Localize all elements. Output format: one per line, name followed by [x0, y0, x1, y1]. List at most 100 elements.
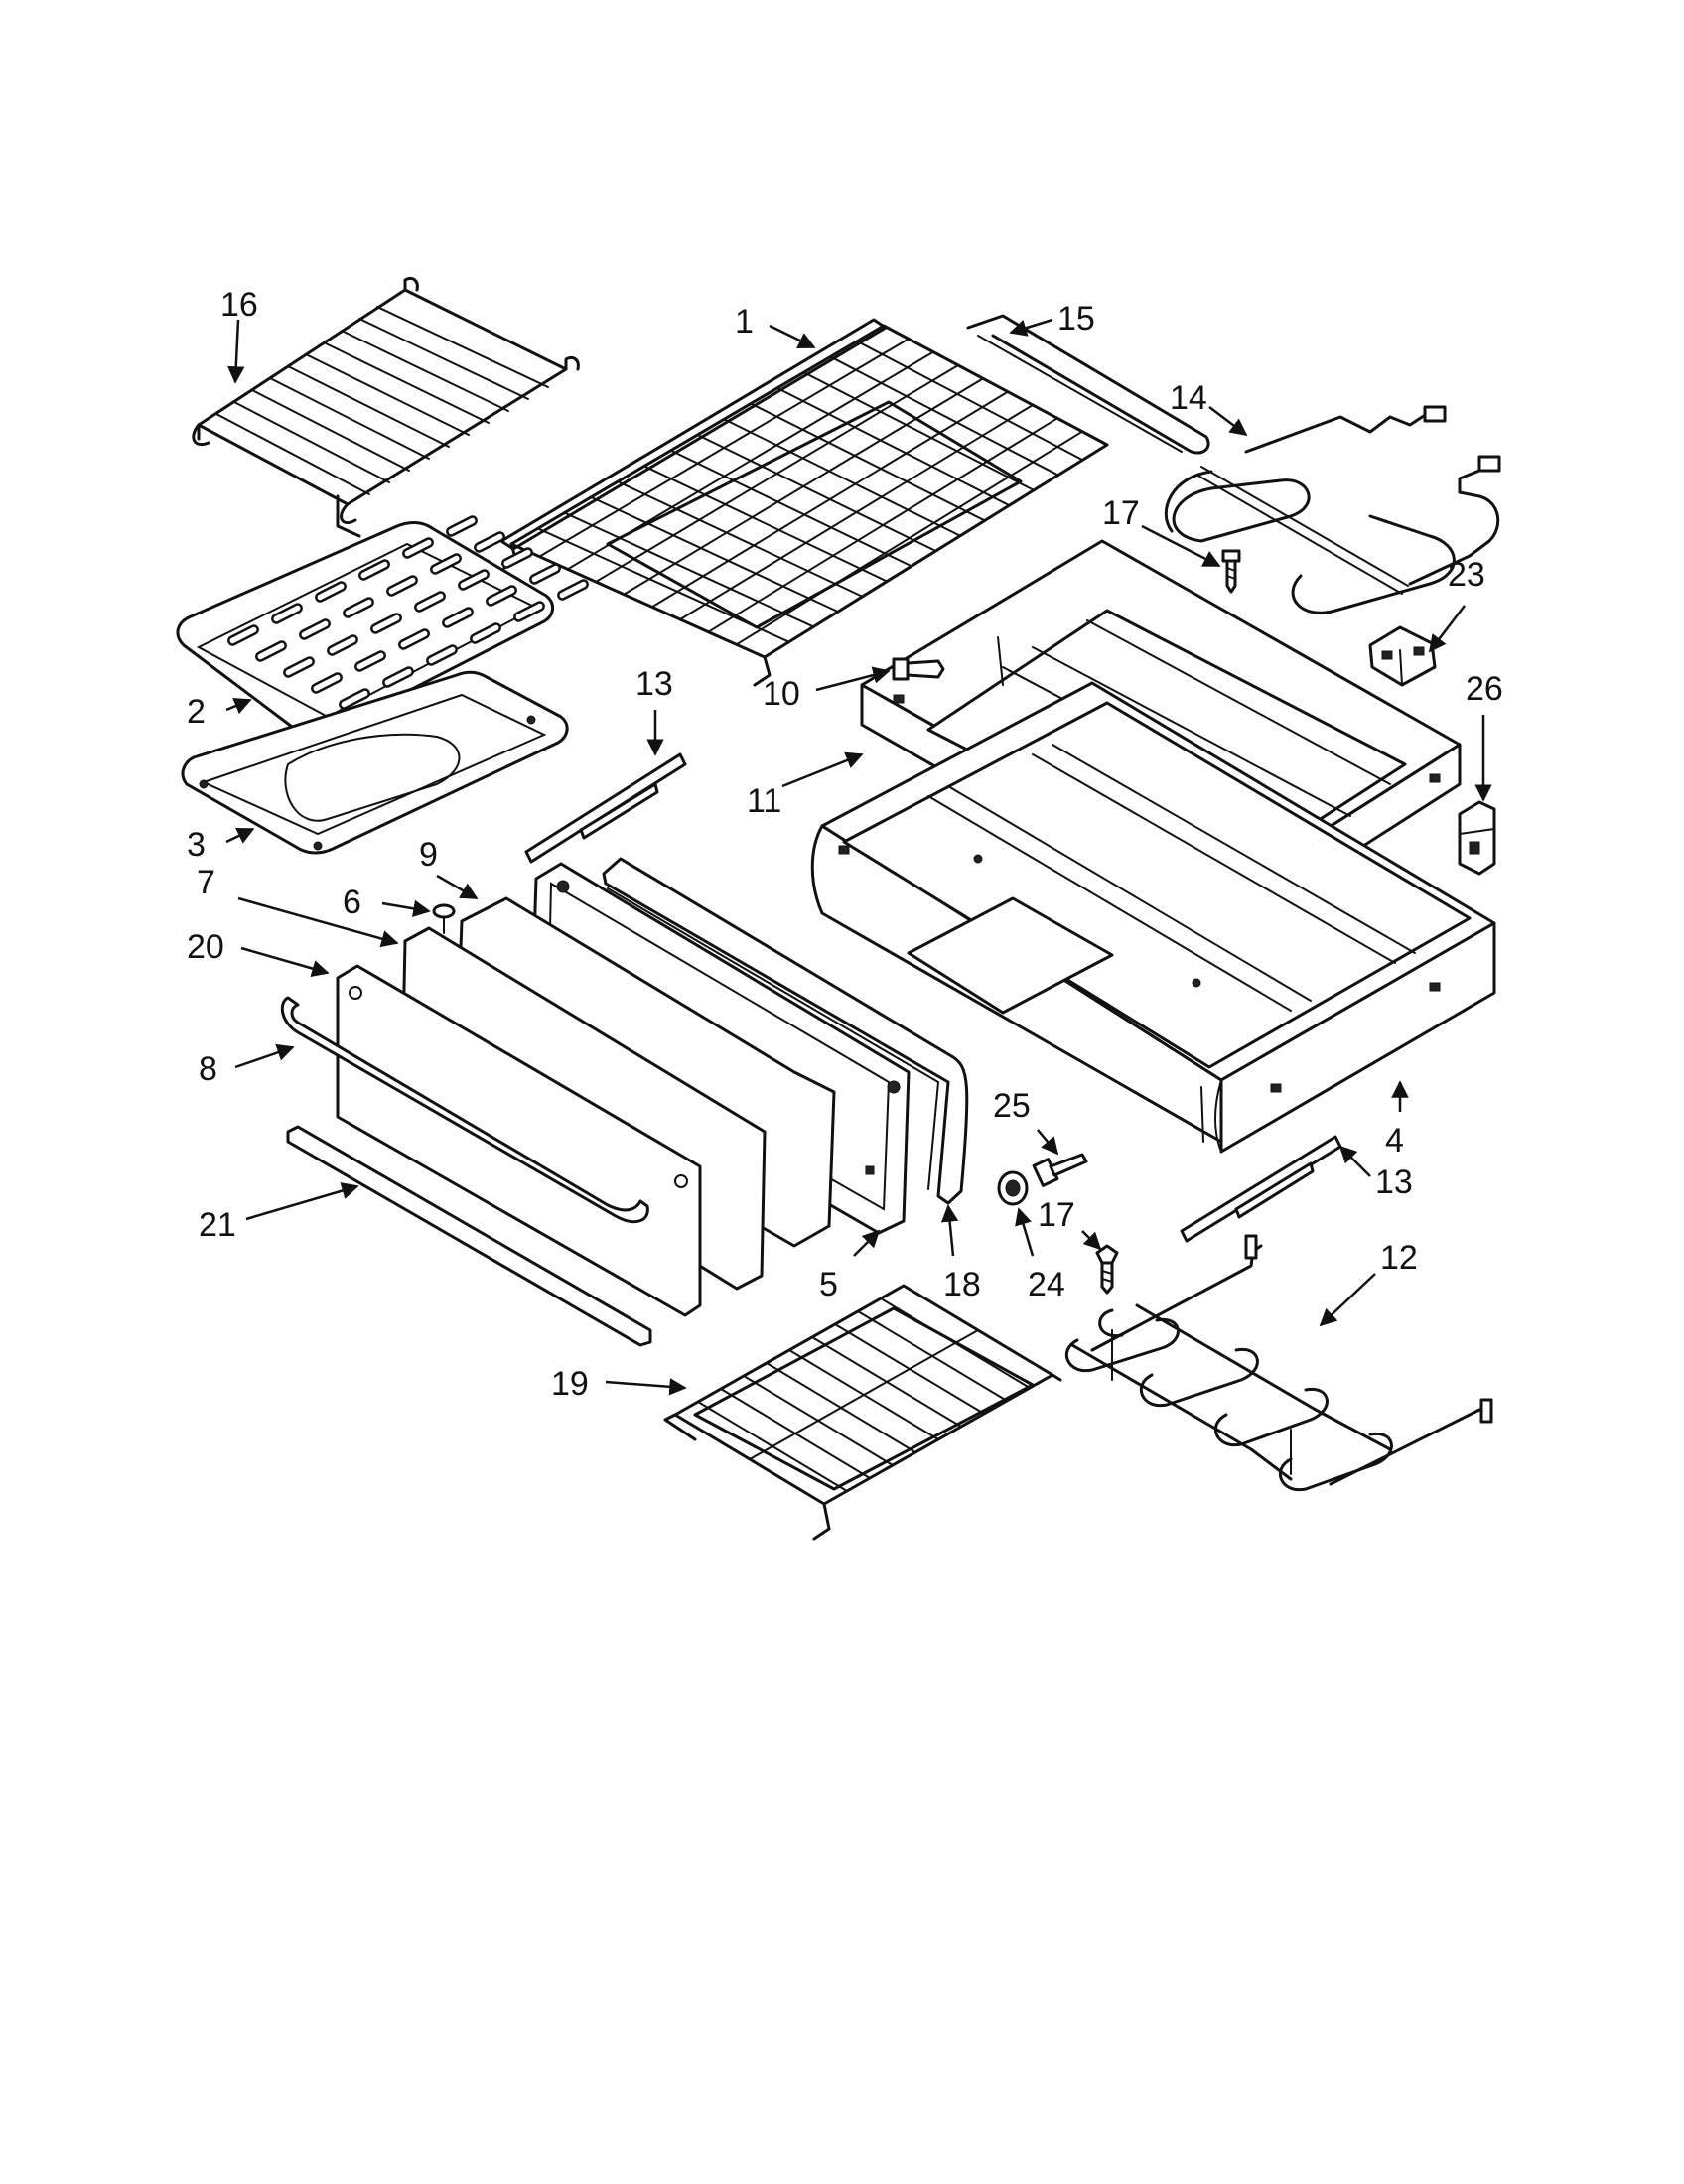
part-17-screw-upper — [1221, 549, 1241, 594]
rack-wire — [735, 430, 1083, 646]
rack-wire — [775, 386, 1011, 507]
pan-slot — [470, 622, 501, 644]
callout-17-upper: 17 — [1102, 494, 1140, 532]
callout-12: 12 — [1380, 1239, 1418, 1277]
part-12-bake-element — [1064, 1234, 1493, 1492]
part-26-clip — [1458, 800, 1496, 876]
part-16-broil-rack — [192, 276, 580, 538]
rack-wire — [642, 465, 889, 583]
part-24-wheel — [997, 1170, 1029, 1206]
pan-slot — [446, 515, 478, 537]
rack-wire — [679, 404, 1034, 620]
callout-13-lower: 13 — [1375, 1163, 1413, 1201]
pan-slot — [255, 640, 287, 662]
pan-slot — [474, 531, 505, 553]
pan-slot — [271, 603, 303, 624]
rack-wire — [723, 418, 962, 537]
callout-26: 26 — [1466, 670, 1503, 708]
callout-2: 2 — [187, 693, 206, 731]
callout-25: 25 — [993, 1087, 1031, 1125]
part-14-broil-element — [1164, 405, 1501, 614]
rack-wire — [696, 434, 937, 552]
part-25-leveling-bolt — [1032, 1153, 1088, 1187]
callout-6: 6 — [343, 884, 361, 921]
pan-slot — [458, 569, 490, 591]
pan-slot — [513, 601, 545, 622]
pan-slot — [402, 537, 434, 559]
callout-leaders — [225, 318, 1492, 1396]
callout-13-upper: 13 — [635, 665, 673, 703]
pan-slot — [414, 591, 446, 613]
pan-slot — [486, 585, 517, 607]
callout-5: 5 — [819, 1266, 838, 1303]
callout-20: 20 — [187, 928, 224, 966]
callout-7: 7 — [197, 864, 215, 901]
pan-slot — [327, 634, 358, 656]
callout-3: 3 — [187, 826, 206, 864]
pan-slot — [370, 613, 402, 634]
callout-14: 14 — [1170, 379, 1207, 417]
rack-wire — [856, 340, 1084, 462]
rack-wire — [595, 364, 959, 583]
callout-4: 4 — [1385, 1122, 1404, 1160]
part-3-broil-pan — [181, 670, 569, 855]
callout-18: 18 — [943, 1266, 981, 1303]
part-15-rack-guide — [966, 314, 1210, 455]
rack-wire — [829, 355, 1059, 477]
pan-slot — [343, 597, 374, 618]
pan-slot — [315, 581, 347, 603]
pan-slot — [382, 666, 414, 688]
part-21-trim-strip — [286, 1125, 652, 1347]
pan-slot — [227, 624, 259, 646]
rack-wire — [590, 495, 839, 614]
part-23-bracket — [1368, 625, 1437, 687]
pan-slot — [283, 656, 315, 678]
pan-slot — [354, 650, 386, 672]
part-20-outer-door-panel — [336, 964, 702, 1317]
part-19-drawer-rack — [663, 1284, 1062, 1541]
part-13-slide-lower — [1180, 1135, 1342, 1243]
callout-9: 9 — [419, 836, 438, 874]
part-17-screw-lower — [1095, 1244, 1119, 1295]
part-2-broil-pan-grid — [176, 515, 589, 737]
pan-slot — [442, 607, 474, 628]
callout-15: 15 — [1057, 300, 1095, 338]
callout-17-lower: 17 — [1038, 1196, 1075, 1234]
callout-21: 21 — [199, 1206, 236, 1244]
pan-slot — [299, 618, 331, 640]
part-13-slide-upper — [524, 752, 687, 864]
part-4-drawer-body — [810, 681, 1496, 1154]
callout-11: 11 — [747, 782, 781, 820]
part-8-handle — [280, 996, 649, 1224]
callout-1: 1 — [735, 303, 754, 341]
rack-wire — [750, 402, 986, 522]
pan-slot — [339, 688, 370, 710]
callout-8: 8 — [199, 1050, 217, 1088]
part-1-oven-rack — [499, 318, 1109, 687]
part-6-screw — [432, 903, 456, 934]
rack-wire — [669, 449, 912, 568]
pan-slot — [557, 579, 589, 601]
part-18-door-gasket — [602, 857, 969, 1205]
pan-slot — [501, 547, 533, 569]
pan-slot — [311, 672, 343, 694]
callout-16: 16 — [220, 286, 258, 324]
rack-wire — [650, 390, 1009, 609]
pan-slot — [426, 644, 458, 666]
rack-wire — [802, 371, 1036, 491]
rack-wire — [563, 511, 815, 628]
pan-slot — [430, 553, 462, 575]
pan-slot — [358, 559, 390, 581]
part-10-screw — [892, 657, 945, 681]
callout-19: 19 — [551, 1365, 589, 1403]
callout-10: 10 — [763, 675, 800, 713]
callout-labels: 16 1 15 14 17 23 2 13 10 26 11 3 9 7 6 2… — [187, 286, 1503, 1403]
callout-24: 24 — [1028, 1266, 1065, 1303]
rack-wire — [623, 377, 984, 596]
rack-wire — [749, 1329, 979, 1460]
callout-23: 23 — [1448, 556, 1485, 594]
rack-wire — [617, 480, 864, 598]
rack-wire — [707, 417, 1058, 633]
pan-slot — [398, 628, 430, 650]
